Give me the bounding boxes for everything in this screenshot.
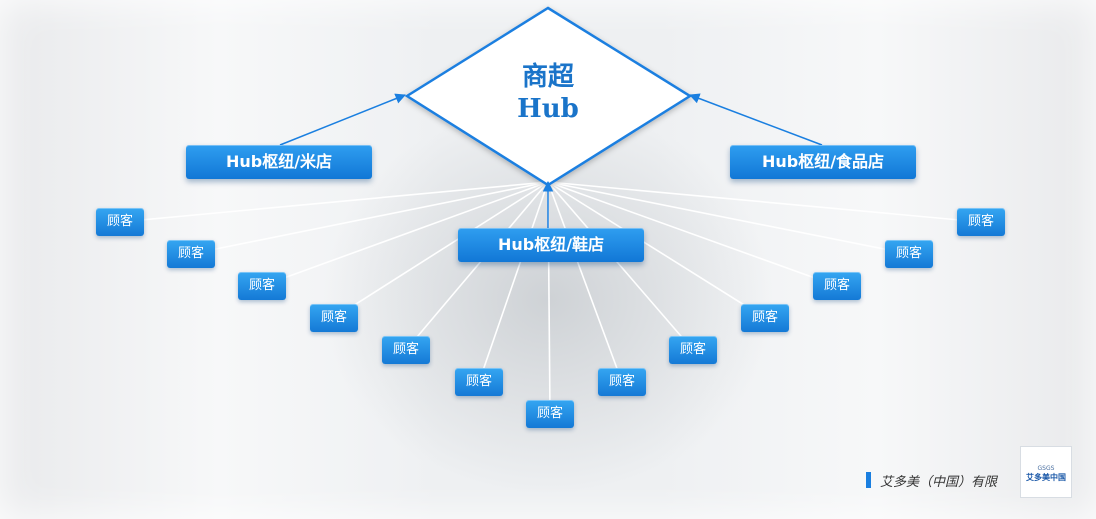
customer-box: 顾客 [167, 240, 215, 268]
center-title-line2: Hub [478, 94, 618, 124]
hub-food-store: Hub枢纽/食品店 [730, 145, 916, 179]
company-logo: GSGS 艾多美中国 [1020, 446, 1072, 498]
customer-box: 顾客 [813, 272, 861, 300]
customer-spoke [548, 182, 622, 382]
footer-company: 艾多美（中国）有限 [880, 471, 1020, 490]
customer-box: 顾客 [526, 400, 574, 428]
arrow-food-to-center [690, 95, 822, 145]
customer-box: 顾客 [310, 304, 358, 332]
customer-spoke [120, 182, 548, 222]
logo-top-text: GSGS [1021, 465, 1071, 472]
hub-rice-store: Hub枢纽/米店 [186, 145, 372, 179]
customer-box: 顾客 [669, 336, 717, 364]
logo-name: 艾多美中国 [1021, 472, 1071, 483]
footer-accent-bar [866, 472, 871, 488]
hub-shoe-store: Hub枢纽/鞋店 [458, 228, 644, 262]
customer-box: 顾客 [455, 368, 503, 396]
customer-box: 顾客 [382, 336, 430, 364]
customer-box: 顾客 [957, 208, 1005, 236]
customer-box: 顾客 [96, 208, 144, 236]
customer-box: 顾客 [741, 304, 789, 332]
center-title-line1: 商超 [478, 56, 618, 93]
customer-spoke [479, 182, 548, 382]
customer-box: 顾客 [885, 240, 933, 268]
customer-spoke [548, 182, 981, 222]
customer-box: 顾客 [598, 368, 646, 396]
arrow-rice-to-center [280, 95, 405, 145]
customer-box: 顾客 [238, 272, 286, 300]
